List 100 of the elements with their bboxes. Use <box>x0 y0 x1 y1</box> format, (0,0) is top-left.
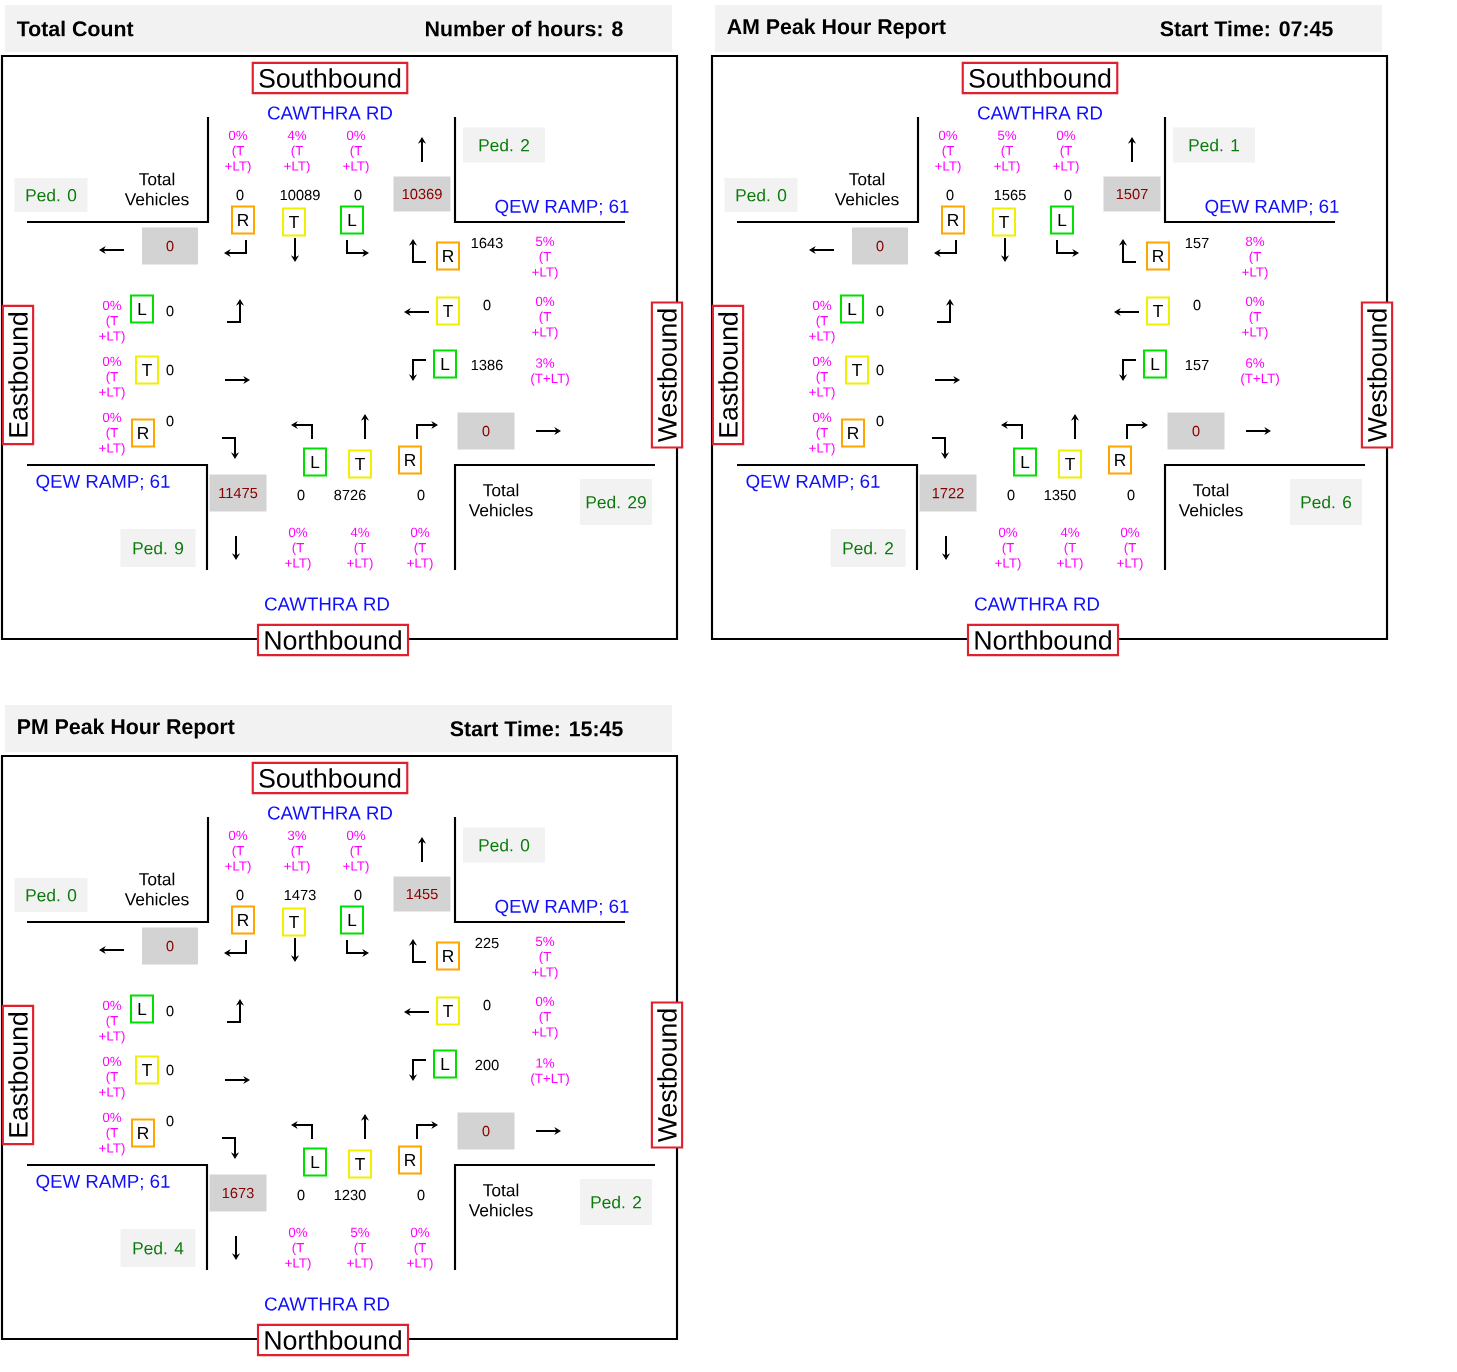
report-title: PM Peak Hour Report <box>18 718 235 739</box>
heavy-vehicle-percent: 4% (T +LT) <box>1057 527 1083 571</box>
volume-count: 0 <box>1007 489 1015 501</box>
movement-box: R <box>436 241 460 271</box>
movement-box: L <box>433 349 457 379</box>
movement-box: R <box>131 418 155 448</box>
volume-count: 0 <box>166 305 174 317</box>
road-name: QEW RAMP; 61 <box>36 474 170 492</box>
volume-count: 0 <box>166 1064 174 1076</box>
pedestrian-count: Ped. 29 <box>580 479 652 525</box>
pedestrian-count: Ped. 0 <box>14 178 88 212</box>
volume-count: 157 <box>1185 359 1209 371</box>
movement-box: T <box>436 996 460 1026</box>
heavy-vehicle-percent: 1% (T+LT) <box>531 1058 569 1086</box>
heavy-vehicle-percent: 0% (T +LT) <box>532 996 558 1040</box>
volume-count: 0 <box>1064 189 1072 201</box>
heavy-vehicle-percent: 0% (T +LT) <box>407 1227 433 1271</box>
movement-box: L <box>433 1049 457 1079</box>
pedestrian-count: Ped. 0 <box>463 827 545 863</box>
total-vehicles-label: Total Vehicles <box>124 872 189 906</box>
volume-count: 0 <box>166 364 174 376</box>
heavy-vehicle-percent: 0% (T +LT) <box>809 412 835 456</box>
direction-label: Eastbound <box>1 304 35 446</box>
total-count-box: 0 <box>142 227 198 265</box>
heavy-vehicle-percent: 0% (T +LT) <box>99 1112 125 1156</box>
movement-box: T <box>992 207 1016 237</box>
total-count-box: 0 <box>1167 412 1225 450</box>
movement-box: R <box>231 205 255 235</box>
total-count-box: 1673 <box>209 1174 267 1212</box>
heavy-vehicle-percent: 0% (T +LT) <box>343 130 369 174</box>
heavy-vehicle-percent: 0% (T +LT) <box>99 1000 125 1044</box>
direction-label: Southbound <box>251 761 409 795</box>
volume-count: 0 <box>417 489 425 501</box>
heavy-vehicle-percent: 0% (T +LT) <box>285 527 311 571</box>
heavy-vehicle-percent: 0% (T +LT) <box>407 527 433 571</box>
movement-box: T <box>282 207 306 237</box>
heavy-vehicle-percent: 3% (T+LT) <box>531 358 569 386</box>
volume-count: 0 <box>1193 299 1201 311</box>
volume-count: 8726 <box>334 489 366 501</box>
volume-count: 225 <box>475 937 499 949</box>
direction-label: Northbound <box>256 1323 410 1357</box>
movement-box: R <box>1146 241 1170 271</box>
movement-box: L <box>340 205 364 235</box>
heavy-vehicle-percent: 0% (T +LT) <box>99 412 125 456</box>
pedestrian-count: Ped. 0 <box>724 178 798 212</box>
pedestrian-count: Ped. 0 <box>14 878 88 912</box>
heavy-vehicle-percent: 5% (T +LT) <box>532 936 558 980</box>
heavy-vehicle-percent: 0% (T +LT) <box>935 130 961 174</box>
movement-box: R <box>436 941 460 971</box>
total-vehicles-label: Total Vehicles <box>1178 483 1243 517</box>
heavy-vehicle-percent: 0% (T +LT) <box>99 356 125 400</box>
movement-box: L <box>840 294 864 324</box>
total-count-box: 1455 <box>393 876 451 912</box>
volume-count: 200 <box>475 1059 499 1071</box>
total-count-box: 11475 <box>209 474 267 512</box>
heavy-vehicle-percent: 0% (T +LT) <box>1053 130 1079 174</box>
total-count-box: 10369 <box>393 176 451 212</box>
movement-box: T <box>348 449 372 479</box>
movement-box: R <box>1108 445 1132 475</box>
volume-count: 0 <box>876 305 884 317</box>
volume-count: 1230 <box>334 1189 366 1201</box>
volume-count: 0 <box>946 189 954 201</box>
volume-count: 0 <box>297 1189 305 1201</box>
volume-count: 0 <box>483 999 491 1011</box>
volume-count: 0 <box>876 415 884 427</box>
pedestrian-count: Ped. 1 <box>1173 127 1255 163</box>
movement-box: T <box>135 1055 159 1085</box>
direction-label: Westbound <box>1360 301 1394 449</box>
heavy-vehicle-percent: 5% (T +LT) <box>347 1227 373 1271</box>
direction-label: Eastbound <box>1 1004 35 1146</box>
heavy-vehicle-percent: 8% (T +LT) <box>1242 236 1268 280</box>
direction-label: Southbound <box>251 61 409 95</box>
movement-box: R <box>398 1145 422 1175</box>
road-name: QEW RAMP; 61 <box>495 199 629 217</box>
total-vehicles-label: Total Vehicles <box>834 172 899 206</box>
volume-count: 157 <box>1185 237 1209 249</box>
direction-label: Eastbound <box>711 304 745 446</box>
movement-box: L <box>340 905 364 935</box>
road-name: CAWTHRA RD <box>978 106 1102 120</box>
heavy-vehicle-percent: 0% (T +LT) <box>343 830 369 874</box>
direction-label: Northbound <box>256 623 410 657</box>
volume-count: 1350 <box>1044 489 1076 501</box>
heavy-vehicle-percent: 3% (T +LT) <box>284 830 310 874</box>
heavy-vehicle-percent: 0% (T +LT) <box>285 1227 311 1271</box>
total-count-box: 1722 <box>919 474 977 512</box>
report-title: Total Count <box>16 20 134 37</box>
movement-box: T <box>135 355 159 385</box>
volume-count: 1565 <box>994 189 1026 201</box>
volume-count: 1643 <box>471 237 503 249</box>
movement-box: T <box>845 355 869 385</box>
heavy-vehicle-percent: 0% (T +LT) <box>99 300 125 344</box>
heavy-vehicle-percent: 0% (T +LT) <box>1117 527 1143 571</box>
volume-count: 1386 <box>471 359 503 371</box>
volume-count: 0 <box>236 189 244 201</box>
volume-count: 10089 <box>280 189 320 201</box>
movement-box: L <box>303 1147 327 1177</box>
pedestrian-count: Ped. 4 <box>120 1229 196 1267</box>
movement-box: T <box>348 1149 372 1179</box>
heavy-vehicle-percent: 6% (T+LT) <box>1241 358 1279 386</box>
movement-box: R <box>131 1118 155 1148</box>
